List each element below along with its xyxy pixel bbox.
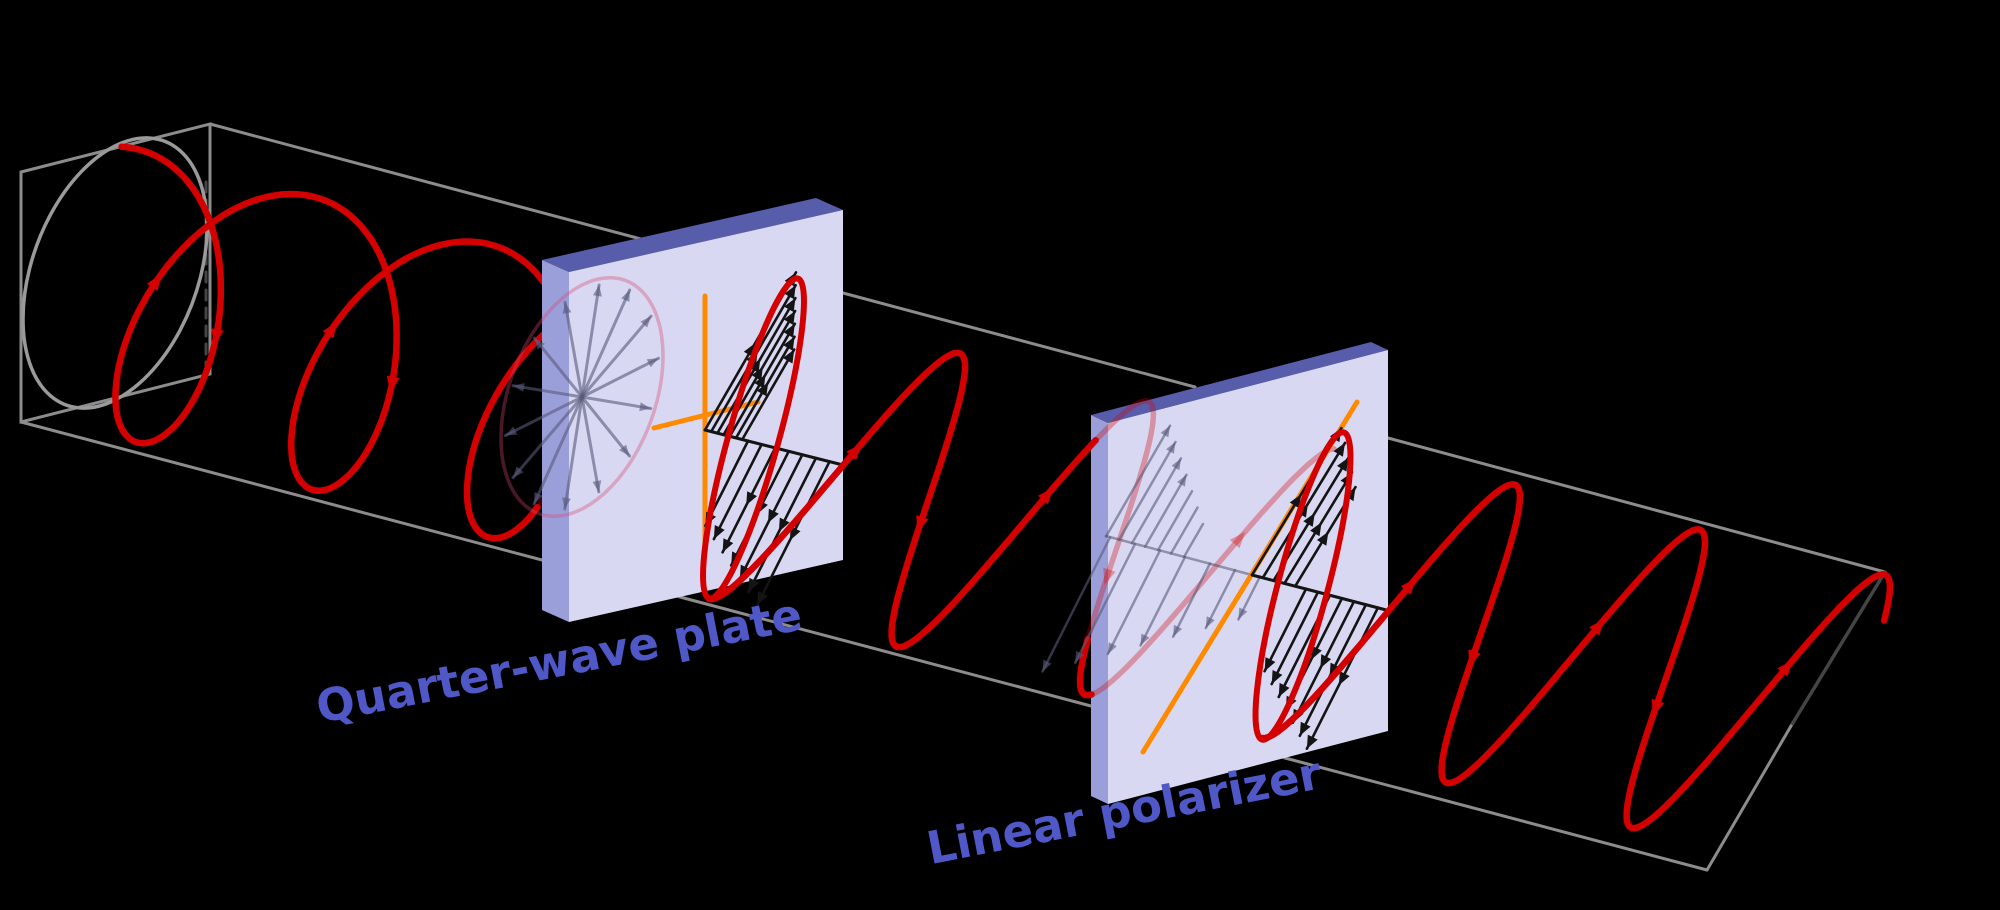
box-bottom-edge — [19, 420, 544, 562]
ghost-circular-trace — [501, 244, 663, 550]
optical-plates — [542, 198, 1388, 804]
circular-helix — [463, 328, 550, 542]
box-top-edge — [208, 122, 654, 244]
output-wave — [1258, 481, 1894, 832]
polarizer-top-edge-face — [1091, 342, 1388, 423]
diagonal-wave — [1084, 398, 1157, 643]
output-wave — [1258, 481, 1894, 832]
qwp-side-edge-face — [542, 260, 569, 622]
diagonal-wave — [705, 349, 1099, 651]
entrance-plane — [19, 122, 212, 424]
ghost-baseline — [1104, 534, 1254, 577]
incoming-circular-wave — [112, 143, 576, 542]
polarizer-side-edge-face — [1091, 415, 1108, 804]
circular-helix — [112, 143, 549, 494]
diagonal-wave — [1076, 636, 1095, 699]
quarter-wave-plate-markings — [501, 244, 845, 605]
linear-polarizer-markings — [1041, 399, 1392, 755]
qwp-top-edge-face — [542, 198, 843, 272]
exit-polarization-line — [1789, 570, 1887, 728]
